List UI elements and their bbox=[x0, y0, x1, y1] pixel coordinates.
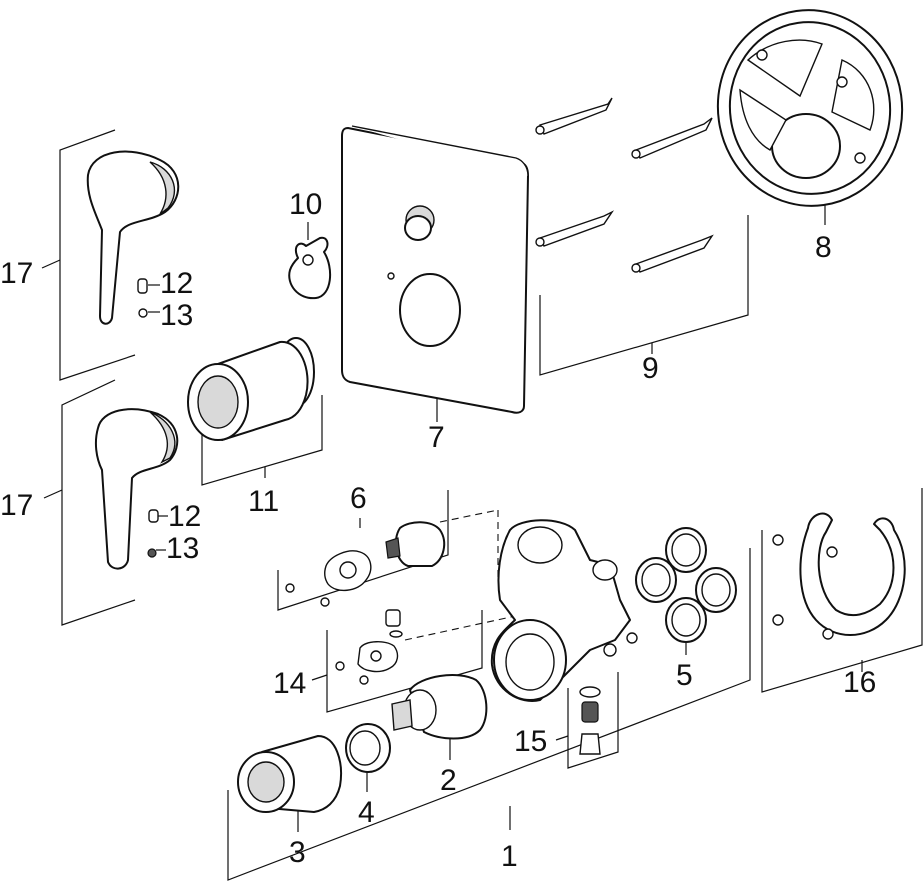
mounting-ring bbox=[716, 9, 904, 207]
callout-5: 5 bbox=[676, 659, 693, 692]
callout-17-lower: 17 bbox=[0, 489, 33, 522]
lever-handle-lower bbox=[94, 408, 179, 570]
callout-12-upper: 12 bbox=[160, 267, 193, 300]
retaining-nut bbox=[345, 723, 391, 773]
callout-6: 6 bbox=[350, 482, 367, 515]
callout-17-upper: 17 bbox=[0, 257, 33, 290]
callout-13-upper: 13 bbox=[160, 299, 193, 332]
thermostatic-cartridge bbox=[391, 674, 488, 740]
callout-12-lower: 12 bbox=[168, 500, 201, 533]
diverter-clip bbox=[288, 236, 332, 300]
callout-labels: 17 12 13 17 12 13 10 11 7 9 8 6 14 15 5 … bbox=[0, 188, 876, 873]
bracket-lines bbox=[41, 129, 923, 881]
temperature-sleeve bbox=[237, 735, 342, 813]
callout-7: 7 bbox=[428, 421, 445, 454]
callout-10: 10 bbox=[289, 188, 322, 221]
callout-13-lower: 13 bbox=[166, 532, 199, 565]
set-screw-and-cap-lower bbox=[147, 509, 159, 558]
cover-plate bbox=[341, 125, 529, 414]
o-rings bbox=[635, 527, 737, 643]
set-screw-and-cap-upper bbox=[137, 278, 148, 318]
support-bracket bbox=[772, 512, 906, 640]
callout-2: 2 bbox=[440, 764, 457, 797]
valve-body bbox=[490, 519, 638, 702]
callout-4: 4 bbox=[358, 796, 375, 829]
diverter-assembly bbox=[285, 521, 446, 607]
callout-14: 14 bbox=[273, 667, 306, 700]
mounting-screws bbox=[535, 97, 714, 273]
non-return-valve bbox=[579, 686, 601, 755]
lever-handle-upper bbox=[86, 150, 180, 325]
check-valve-assembly bbox=[335, 609, 403, 685]
callout-8: 8 bbox=[815, 231, 832, 264]
callout-16: 16 bbox=[843, 666, 876, 699]
callout-3: 3 bbox=[289, 836, 306, 869]
callout-9: 9 bbox=[642, 352, 659, 385]
callout-1: 1 bbox=[501, 840, 518, 873]
callout-11: 11 bbox=[248, 485, 279, 518]
handle-sleeve bbox=[187, 337, 315, 441]
callout-15: 15 bbox=[514, 725, 547, 758]
